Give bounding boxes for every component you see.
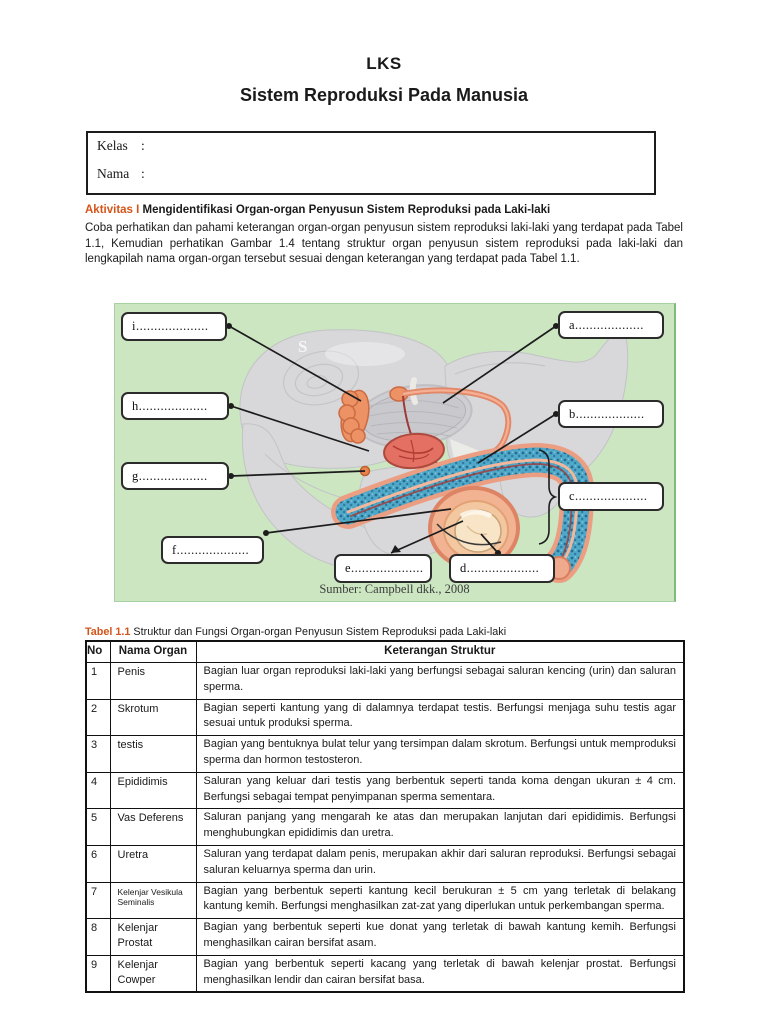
row-keterangan: Saluran yang keluar dari testis yang ber…	[195, 771, 685, 810]
table-row: 6 Uretra Saluran yang terdapat dalam pen…	[85, 844, 685, 883]
row-no: 4	[85, 771, 111, 810]
row-no: 3	[85, 735, 111, 773]
row-no: 6	[85, 844, 111, 883]
activity-heading: Aktivitas I Mengidentifikasi Organ-organ…	[85, 203, 683, 218]
row-no: 1	[85, 662, 111, 700]
nama-label: Nama	[97, 166, 130, 181]
row-no: 7	[85, 881, 111, 920]
student-id-box: Kelas : Nama :	[86, 131, 656, 195]
row-organ: Vas Deferens	[109, 808, 197, 846]
figure-1-4: S i.................... a...............…	[114, 303, 676, 602]
nama-row: Nama :	[97, 166, 565, 182]
page-title: LKS	[366, 54, 402, 73]
header-no: No	[85, 640, 111, 663]
row-organ: Kelenjar Cowper	[109, 954, 197, 993]
row-no: 5	[85, 808, 111, 846]
row-no: 8	[85, 918, 111, 956]
nama-colon: :	[141, 166, 145, 181]
row-no: 2	[85, 698, 111, 737]
header-keterangan: Keterangan Struktur	[195, 640, 685, 663]
prostate	[383, 432, 445, 470]
label-box-i[interactable]: i....................	[121, 312, 227, 341]
header-nama-organ: Nama Organ	[109, 640, 197, 663]
activity-instructions: Coba perhatikan dan pahami keterangan or…	[85, 222, 683, 265]
activity-heading-text: Mengidentifikasi Organ-organ Penyusun Si…	[139, 204, 551, 216]
table-row: 8 Kelenjar Prostat Bagian yang berbentuk…	[85, 918, 685, 956]
label-box-h[interactable]: h...................	[121, 392, 229, 420]
table-row: 5 Vas Deferens Saluran panjang yang meng…	[85, 808, 685, 846]
row-keterangan: Bagian yang berbentuk seperti kantung ke…	[195, 881, 685, 920]
row-organ: Epididimis	[109, 771, 197, 810]
table-caption: Tabel 1.1 Struktur dan Fungsi Organ-orga…	[85, 626, 683, 638]
penis-shaft	[331, 442, 595, 583]
row-keterangan: Bagian luar organ reproduksi laki-laki y…	[195, 662, 685, 700]
pointer-lines	[228, 325, 557, 554]
table-row: 9 Kelenjar Cowper Bagian yang berbentuk …	[85, 954, 685, 993]
bone-highlight	[325, 342, 405, 366]
brace-c	[538, 449, 558, 545]
kelas-field[interactable]	[145, 138, 565, 154]
table-row: 7 Kelenjar Vesikula Seminalis Bagian yan…	[85, 881, 685, 920]
label-box-b[interactable]: b...................	[558, 400, 664, 428]
nama-field[interactable]	[145, 166, 565, 182]
page-subtitle: Sistem Reproduksi Pada Manusia	[239, 85, 529, 105]
row-no: 9	[85, 954, 111, 993]
pointer-dots	[226, 323, 559, 556]
label-box-f[interactable]: f....................	[161, 536, 264, 564]
label-box-g[interactable]: g...................	[121, 462, 229, 490]
table-caption-number: Tabel 1.1	[85, 626, 131, 638]
table-row: 1 Penis Bagian luar organ reproduksi lak…	[85, 662, 685, 700]
row-organ: testis	[109, 735, 197, 773]
table-row: 3 testis Bagian yang bentuknya bulat tel…	[85, 735, 685, 773]
row-organ: Kelenjar Vesikula Seminalis	[109, 881, 197, 920]
table-row: 4 Epididimis Saluran yang keluar dari te…	[85, 771, 685, 810]
scrotum-testis	[428, 486, 520, 570]
row-keterangan: Saluran yang terdapat dalam penis, merup…	[195, 844, 685, 883]
label-box-e[interactable]: e....................	[334, 554, 432, 583]
row-keterangan: Saluran panjang yang mengarah ke atas da…	[195, 808, 685, 846]
organ-table: No Nama Organ Keterangan Struktur 1 Peni…	[85, 640, 685, 994]
kelas-row: Kelas :	[97, 138, 565, 154]
row-keterangan: Bagian yang berbentuk seperti kacang yan…	[195, 954, 685, 993]
label-box-c[interactable]: c....................	[558, 482, 664, 511]
table-row: 2 Skrotum Bagian seperti kantung yang di…	[85, 698, 685, 737]
watermark-s: S	[298, 337, 307, 356]
activity-heading-number: Aktivitas I	[85, 204, 140, 216]
table-caption-text: Struktur dan Fungsi Organ-organ Penyusun…	[130, 626, 507, 638]
label-box-a[interactable]: a...................	[558, 311, 664, 339]
table-header-row: No Nama Organ Keterangan Struktur	[85, 640, 685, 663]
row-keterangan: Bagian yang berbentuk seperti kue donat …	[195, 918, 685, 956]
row-organ: Uretra	[109, 844, 197, 883]
row-organ: Kelenjar Prostat	[109, 918, 197, 956]
figure-caption: Sumber: Campbell dkk., 2008	[319, 582, 470, 596]
row-keterangan: Bagian seperti kantung yang di dalamnya …	[195, 698, 685, 737]
kelas-label: Kelas	[97, 138, 128, 153]
label-box-d[interactable]: d....................	[449, 554, 555, 583]
row-organ: Skrotum	[109, 698, 197, 737]
row-keterangan: Bagian yang bentuknya bulat telur yang t…	[195, 735, 685, 773]
anatomy-illustration: S	[226, 323, 629, 583]
activity-section: Aktivitas I Mengidentifikasi Organ-organ…	[85, 203, 683, 268]
row-organ: Penis	[109, 662, 197, 700]
kelas-colon: :	[141, 138, 145, 153]
